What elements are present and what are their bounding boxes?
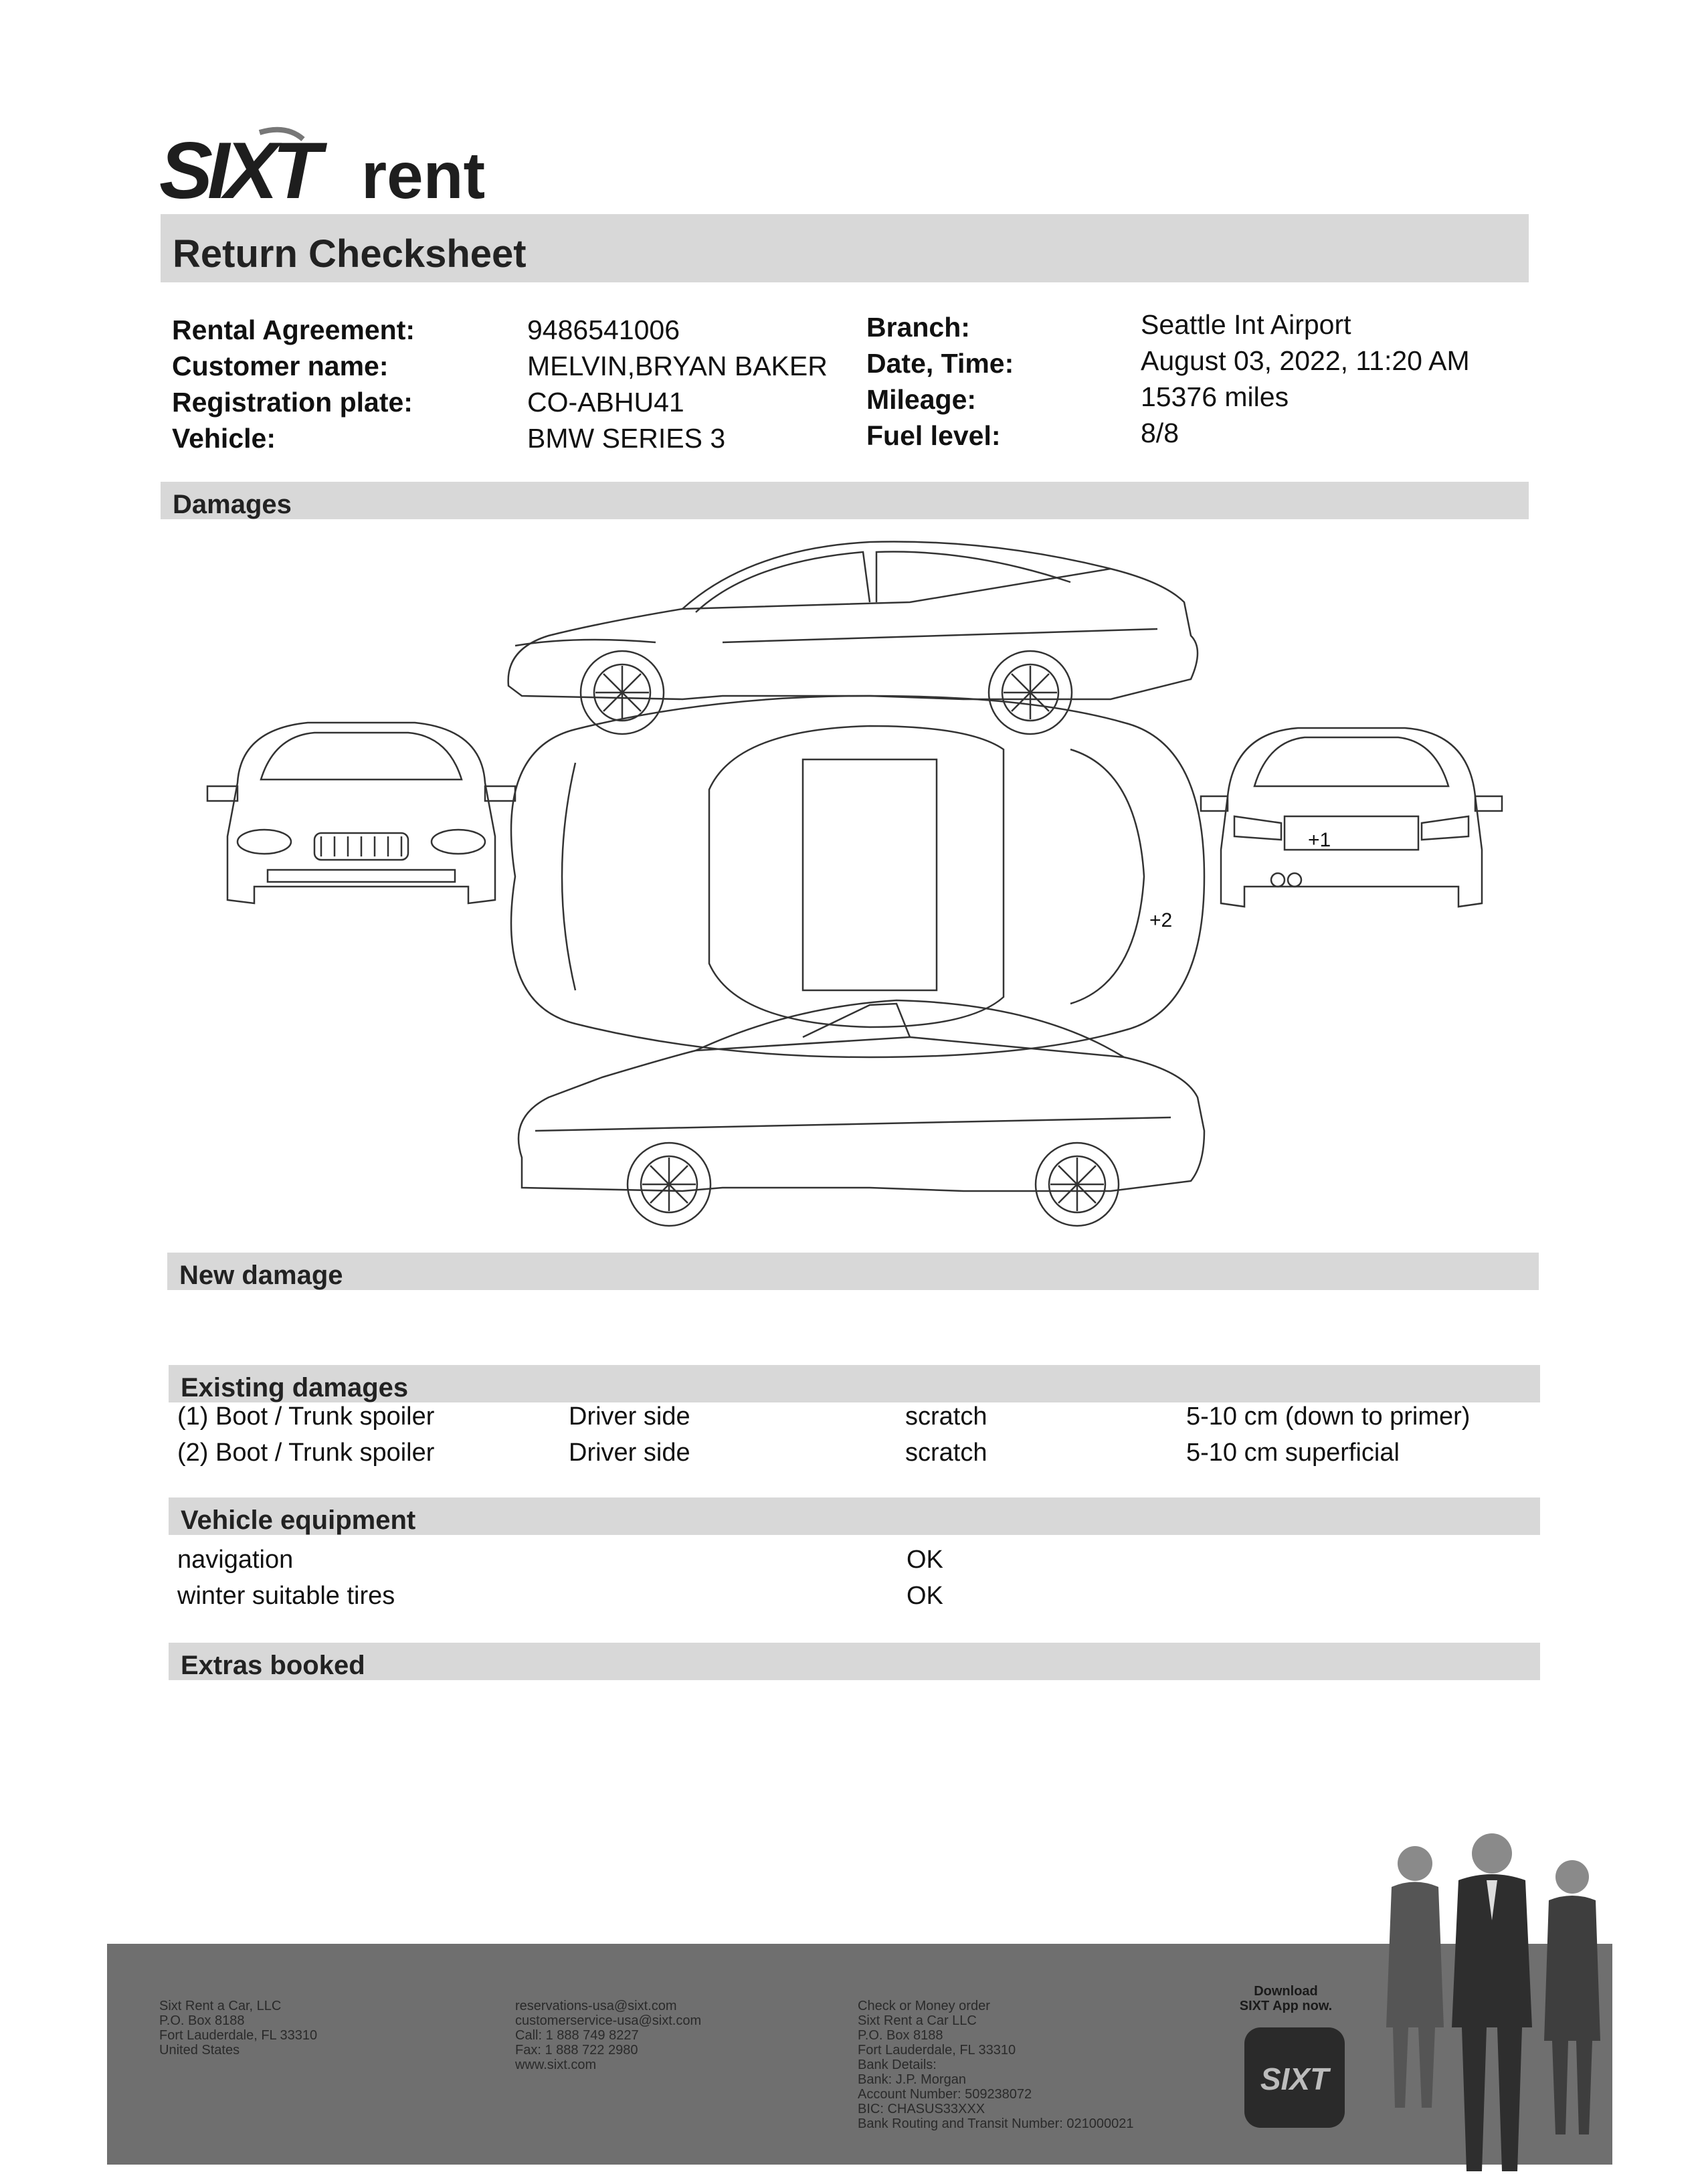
value-customer-name: MELVIN,BRYAN BAKER (527, 351, 828, 381)
logo-suffix-text: rent (361, 139, 485, 212)
car-rear-view: +1 (1200, 727, 1503, 908)
car-side-view-passenger (517, 999, 1206, 1227)
new-damage-heading: New damage (179, 1261, 343, 1290)
equipment-status: OK (907, 1582, 943, 1610)
sixt-app-icon: SIXT (1244, 2027, 1345, 2128)
label-branch: Branch: (866, 312, 970, 343)
info-right-values: Seattle Int Airport August 03, 2022, 11:… (1141, 306, 1470, 451)
damage-item: (2) Boot / Trunk spoiler (177, 1439, 435, 1467)
footer-contact-info: reservations-usa@sixt.com customerservic… (515, 1999, 702, 2072)
car-front-view (206, 721, 516, 905)
existing-damages-heading: Existing damages (181, 1373, 409, 1402)
damage-type: scratch (905, 1402, 987, 1431)
damage-detail: 5-10 cm superficial (1186, 1439, 1400, 1467)
label-registration-plate: Registration plate: (172, 387, 413, 418)
table-row: (1) Boot / Trunk spoiler Driver side scr… (177, 1398, 1529, 1435)
existing-damages-section-bar: Existing damages (169, 1365, 1540, 1402)
extras-booked-section-bar: Extras booked (169, 1643, 1540, 1680)
value-registration-plate: CO-ABHU41 (527, 387, 684, 418)
top-view-damage-marker: +2 (1149, 909, 1172, 931)
vehicle-damage-diagram: +2 +1 (201, 529, 1512, 1238)
sixt-rent-logo: SIXT rent (159, 119, 534, 215)
info-left-values: 9486541006 MELVIN,BRYAN BAKER CO-ABHU41 … (527, 312, 828, 456)
label-date-time: Date, Time: (866, 348, 1014, 379)
extras-booked-heading: Extras booked (181, 1651, 365, 1680)
footer-company-address: Sixt Rent a Car, LLC P.O. Box 8188 Fort … (159, 1999, 318, 2058)
damages-heading: Damages (173, 490, 292, 519)
label-mileage: Mileage: (866, 384, 977, 415)
car-side-view-driver (507, 541, 1199, 735)
table-row: winter suitable tires OK (177, 1578, 1529, 1614)
vehicle-equipment-heading: Vehicle equipment (181, 1506, 416, 1535)
label-customer-name: Customer name: (172, 351, 389, 381)
footer-banner: Sixt Rent a Car, LLC P.O. Box 8188 Fort … (107, 1944, 1612, 2165)
value-vehicle: BMW SERIES 3 (527, 423, 726, 454)
table-row: navigation OK (177, 1542, 1529, 1578)
value-branch: Seattle Int Airport (1141, 309, 1351, 340)
value-mileage: 15376 miles (1141, 381, 1289, 412)
existing-damages-table: (1) Boot / Trunk spoiler Driver side scr… (177, 1398, 1529, 1471)
download-app-text: Download SIXT App now. (1239, 1984, 1333, 2013)
info-left-labels: Rental Agreement: Customer name: Registr… (172, 312, 415, 456)
value-rental-agreement: 9486541006 (527, 314, 680, 345)
table-row: (2) Boot / Trunk spoiler Driver side scr… (177, 1435, 1529, 1471)
page-title: Return Checksheet (173, 232, 527, 276)
label-fuel-level: Fuel level: (866, 420, 1001, 451)
rear-view-damage-marker: +1 (1308, 829, 1331, 851)
damage-item: (1) Boot / Trunk spoiler (177, 1402, 435, 1431)
vehicle-equipment-table: navigation OK winter suitable tires OK (177, 1542, 1529, 1614)
damage-type: scratch (905, 1439, 987, 1467)
damage-detail: 5-10 cm (down to primer) (1186, 1402, 1471, 1431)
value-date-time: August 03, 2022, 11:20 AM (1141, 345, 1470, 376)
footer-payment-info: Check or Money order Sixt Rent a Car LLC… (858, 1999, 1134, 2131)
label-vehicle: Vehicle: (172, 423, 276, 454)
car-top-view: +2 (510, 695, 1206, 1059)
damage-side: Driver side (569, 1439, 690, 1467)
staff-people-illustration (1365, 1827, 1619, 2175)
logo-main-text: SIXT (159, 126, 327, 213)
vehicle-equipment-section-bar: Vehicle equipment (169, 1497, 1540, 1535)
label-rental-agreement: Rental Agreement: (172, 314, 415, 345)
equipment-item: navigation (177, 1546, 294, 1574)
value-fuel-level: 8/8 (1141, 418, 1179, 448)
title-bar: Return Checksheet (161, 214, 1529, 282)
damages-section-bar: Damages (161, 482, 1529, 519)
equipment-status: OK (907, 1546, 943, 1574)
damage-side: Driver side (569, 1402, 690, 1431)
info-right-labels: Branch: Date, Time: Mileage: Fuel level: (866, 309, 1014, 454)
new-damage-section-bar: New damage (167, 1253, 1539, 1290)
equipment-item: winter suitable tires (177, 1582, 395, 1610)
